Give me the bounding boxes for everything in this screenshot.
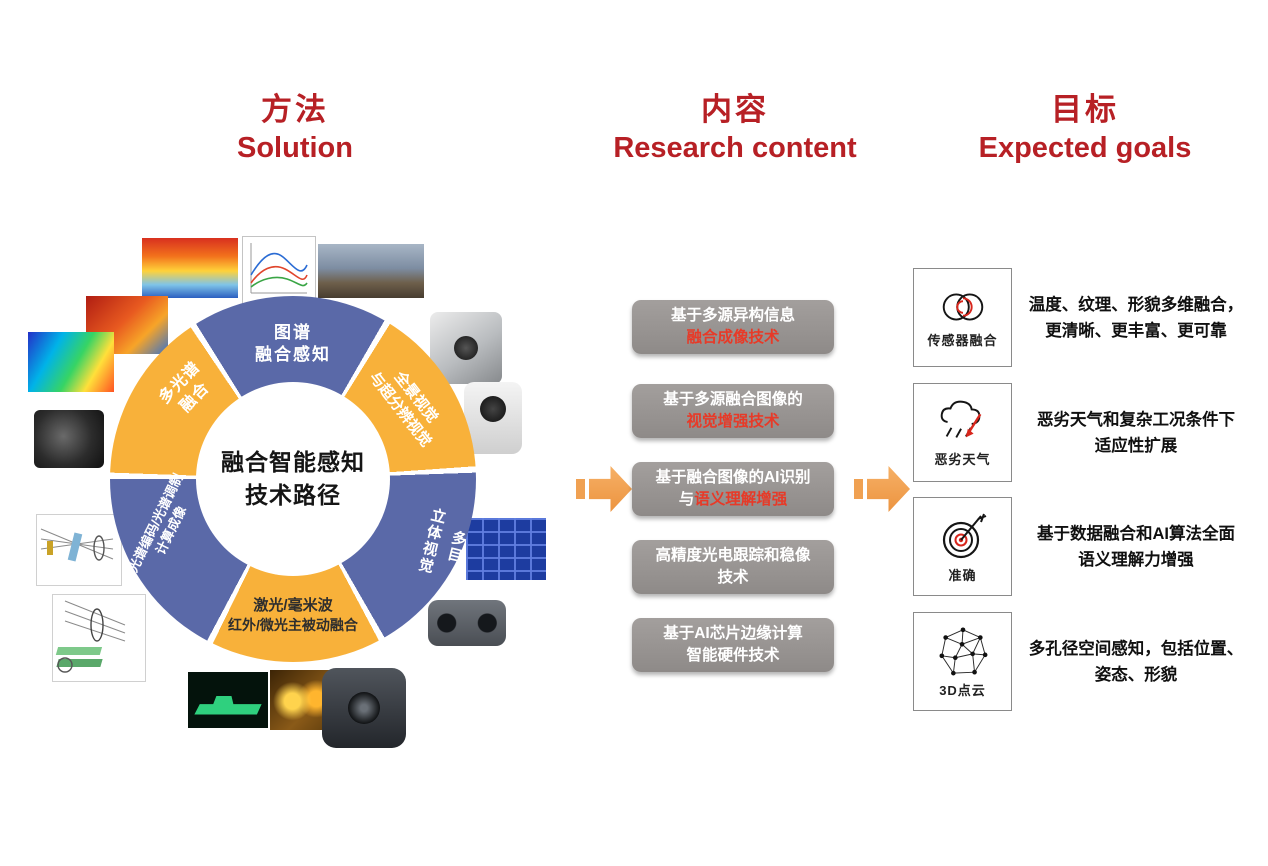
stereo-camera-image [428,600,506,646]
header-solution-en: Solution [237,132,353,164]
research-box-ai-recognition: 基于融合图像的AI识别 与语义理解增强 [632,462,834,516]
goal-label: 准确 [948,567,977,583]
flow-arrow-solution-to-content [576,466,632,512]
accuracy-target-icon [937,510,989,562]
nightvision-ship-image [188,672,268,728]
goal-box-accuracy: 准确 [913,497,1012,596]
header-goals-zh: 目标 [1051,92,1119,127]
optical-schematic-2-image [52,594,146,682]
header-content-zh: 内容 [701,92,769,127]
gimbal-camera-image [322,668,406,748]
bad-weather-icon [936,398,990,446]
point-cloud-icon [937,625,989,677]
header-content-en: Research content [613,132,857,164]
donut-center-title-line1: 融合智能感知 [221,448,365,475]
arrow-head [589,466,632,512]
goal-desc-bad-weather: 恶劣天气和复杂工况条件下 适应性扩展 [1037,411,1235,455]
spectral-curve-chart-image [242,236,316,304]
arrow-tail-bar [576,479,585,499]
header-expected-goals: 目标 Expected goals [930,84,1240,165]
arrow-tail-bar [854,479,863,499]
pipeline-panorama-image [318,244,424,298]
strawberry-heatmap-3d-image [142,238,238,298]
arrow-head [867,466,910,512]
depth-boxes-image [466,518,546,580]
research-box-ai-chip-edge: 基于AI芯片边缘计算 智能硬件技术 [632,618,834,672]
goal-box-sensor-fusion: 传感器融合 [913,268,1012,367]
goal-label: 传感器融合 [927,332,998,348]
goal-label: 3D点云 [939,682,986,698]
thermal-scene-image [28,332,114,392]
goal-box-bad-weather: 恶劣天气 [913,383,1012,482]
flow-arrow-content-to-goals [854,466,910,512]
donut-center-title-line2: 技术路径 [245,482,341,508]
optical-schematic-1-image [36,514,122,586]
header-research-content: 内容 Research content [585,84,885,165]
donut-center: 融合智能感知 技术路径 [196,382,390,576]
ptz-camera-image [464,382,522,454]
segment-label-spectrum-fusion-sensing: 图谱 融合感知 [255,323,331,365]
goal-desc-accuracy: 基于数据融合和AI算法全面 语义理解力增强 [1037,525,1235,569]
camera-lens-module-image [34,410,104,468]
header-goals-en: Expected goals [978,132,1192,164]
research-box-vision-enhancement: 基于多源融合图像的 视觉增强技术 [632,384,834,438]
goal-desc-3d-point-cloud: 多孔径空间感知，包括位置、 姿态、形貌 [1028,640,1244,684]
goal-label: 恶劣天气 [934,451,991,467]
research-box-fusion-imaging: 基于多源异构信息 融合成像技术 [632,300,834,354]
goal-box-3d-point-cloud: 3D点云 [913,612,1012,711]
header-solution-zh: 方法 [261,92,329,127]
sensor-fusion-icon [936,287,990,327]
segment-label-laser-mmwave-fusion: 激光/毫米波 红外/微光主被动融合 [228,597,358,633]
header-solution: 方法 Solution [170,84,420,165]
goal-desc-sensor-fusion: 温度、纹理、形貌多维融合， 更清晰、更丰富、更可靠 [1028,296,1244,340]
research-box-tracking-stabilization: 高精度光电跟踪和稳像 技术 [632,540,834,594]
solution-donut: 图谱 融合感知 全景视觉 与超分辨视觉 多目 立体视觉 激光/毫米波 红外/微光… [110,296,476,662]
